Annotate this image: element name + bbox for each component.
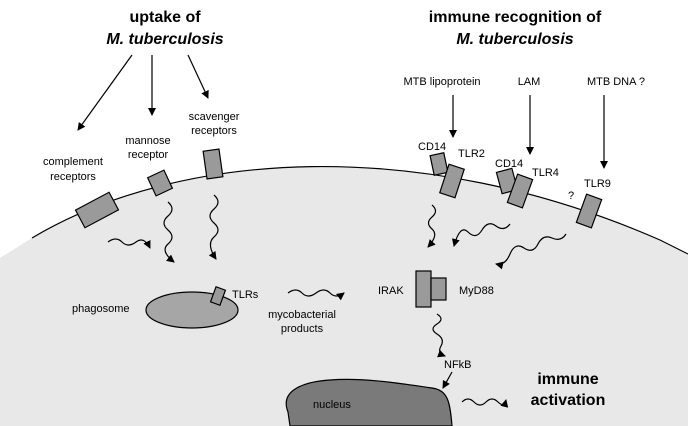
mannose-receptor-shape [146,169,174,197]
nfkb-to-nucleus-arrow [442,371,453,389]
cd14-receptor-a [429,152,449,176]
right-header-line1: immune recognition of [429,9,602,26]
complement-receptors-label-1: complement [43,156,103,168]
tlr4-receptor [506,173,534,209]
cd14-label-b: CD14 [495,158,523,170]
tlrs-label: TLRs [232,289,259,301]
activation-wavy-arrow [461,398,509,408]
tlr9-label: TLR9 [584,178,611,190]
left-header-line2: M. tuberculosis [106,31,223,48]
tlr2-signal-arrow [427,204,437,248]
uptake-arrow-scavenger [187,54,209,99]
nfkb-label: NFkB [444,359,472,371]
mycobacterial-products-label-2: products [281,323,324,335]
mycobacterial-products-label-1: mycobacterial [268,309,336,321]
mannose-receptor-label-1: mannose [125,135,170,147]
nucleus-shape [285,378,453,426]
right-header-line2: M. tuberculosis [456,31,573,48]
phagosome-tlr-shape [209,286,227,306]
tlr9-receptor [575,193,603,229]
irak-label: IRAK [378,285,404,297]
scavenger-receptors-label-1: scavenger [189,111,240,123]
myd88-label: MyD88 [459,285,494,297]
scavenger-receptor-shape [202,148,224,180]
mannose-receptor-label-2: receptor [128,149,169,161]
phagosome-label: phagosome [72,303,130,315]
tlr2-label: TLR2 [458,148,485,160]
scavenger-receptors-label-2: receptors [191,125,237,137]
tlr9-signal-arrow [495,233,567,270]
immune-activation-label-2: activation [531,392,606,409]
cd14-label-a: CD14 [418,141,446,153]
phagosome-shape [145,291,239,329]
myd88-shape [430,277,447,301]
complement-receptors-label-2: receptors [50,171,96,183]
nucleus-label: nucleus [313,399,351,411]
tlr4-label: TLR4 [532,167,559,179]
mtb-lipoprotein-label: MTB lipoprotein [403,76,480,88]
mtb-dna-label: MTB DNA ? [587,76,645,88]
tlr2-receptor [439,163,465,199]
uptake-wavy-arrow-2 [163,201,175,263]
tlr4-signal-arrow [451,223,511,247]
products-wavy-arrow [287,289,345,301]
uptake-arrow-complement [77,54,133,131]
uptake-wavy-arrow-3 [208,194,219,260]
lam-label: LAM [518,76,541,88]
irak-shape [415,270,432,308]
complement-receptor-shape [74,191,120,229]
uptake-wavy-arrow-1 [107,238,151,249]
left-header-line1: uptake of [129,9,201,26]
nfkb-signal-arrow [432,313,446,358]
unknown-ligand-label: ? [568,190,574,202]
immune-activation-label-1: immune [537,371,598,388]
